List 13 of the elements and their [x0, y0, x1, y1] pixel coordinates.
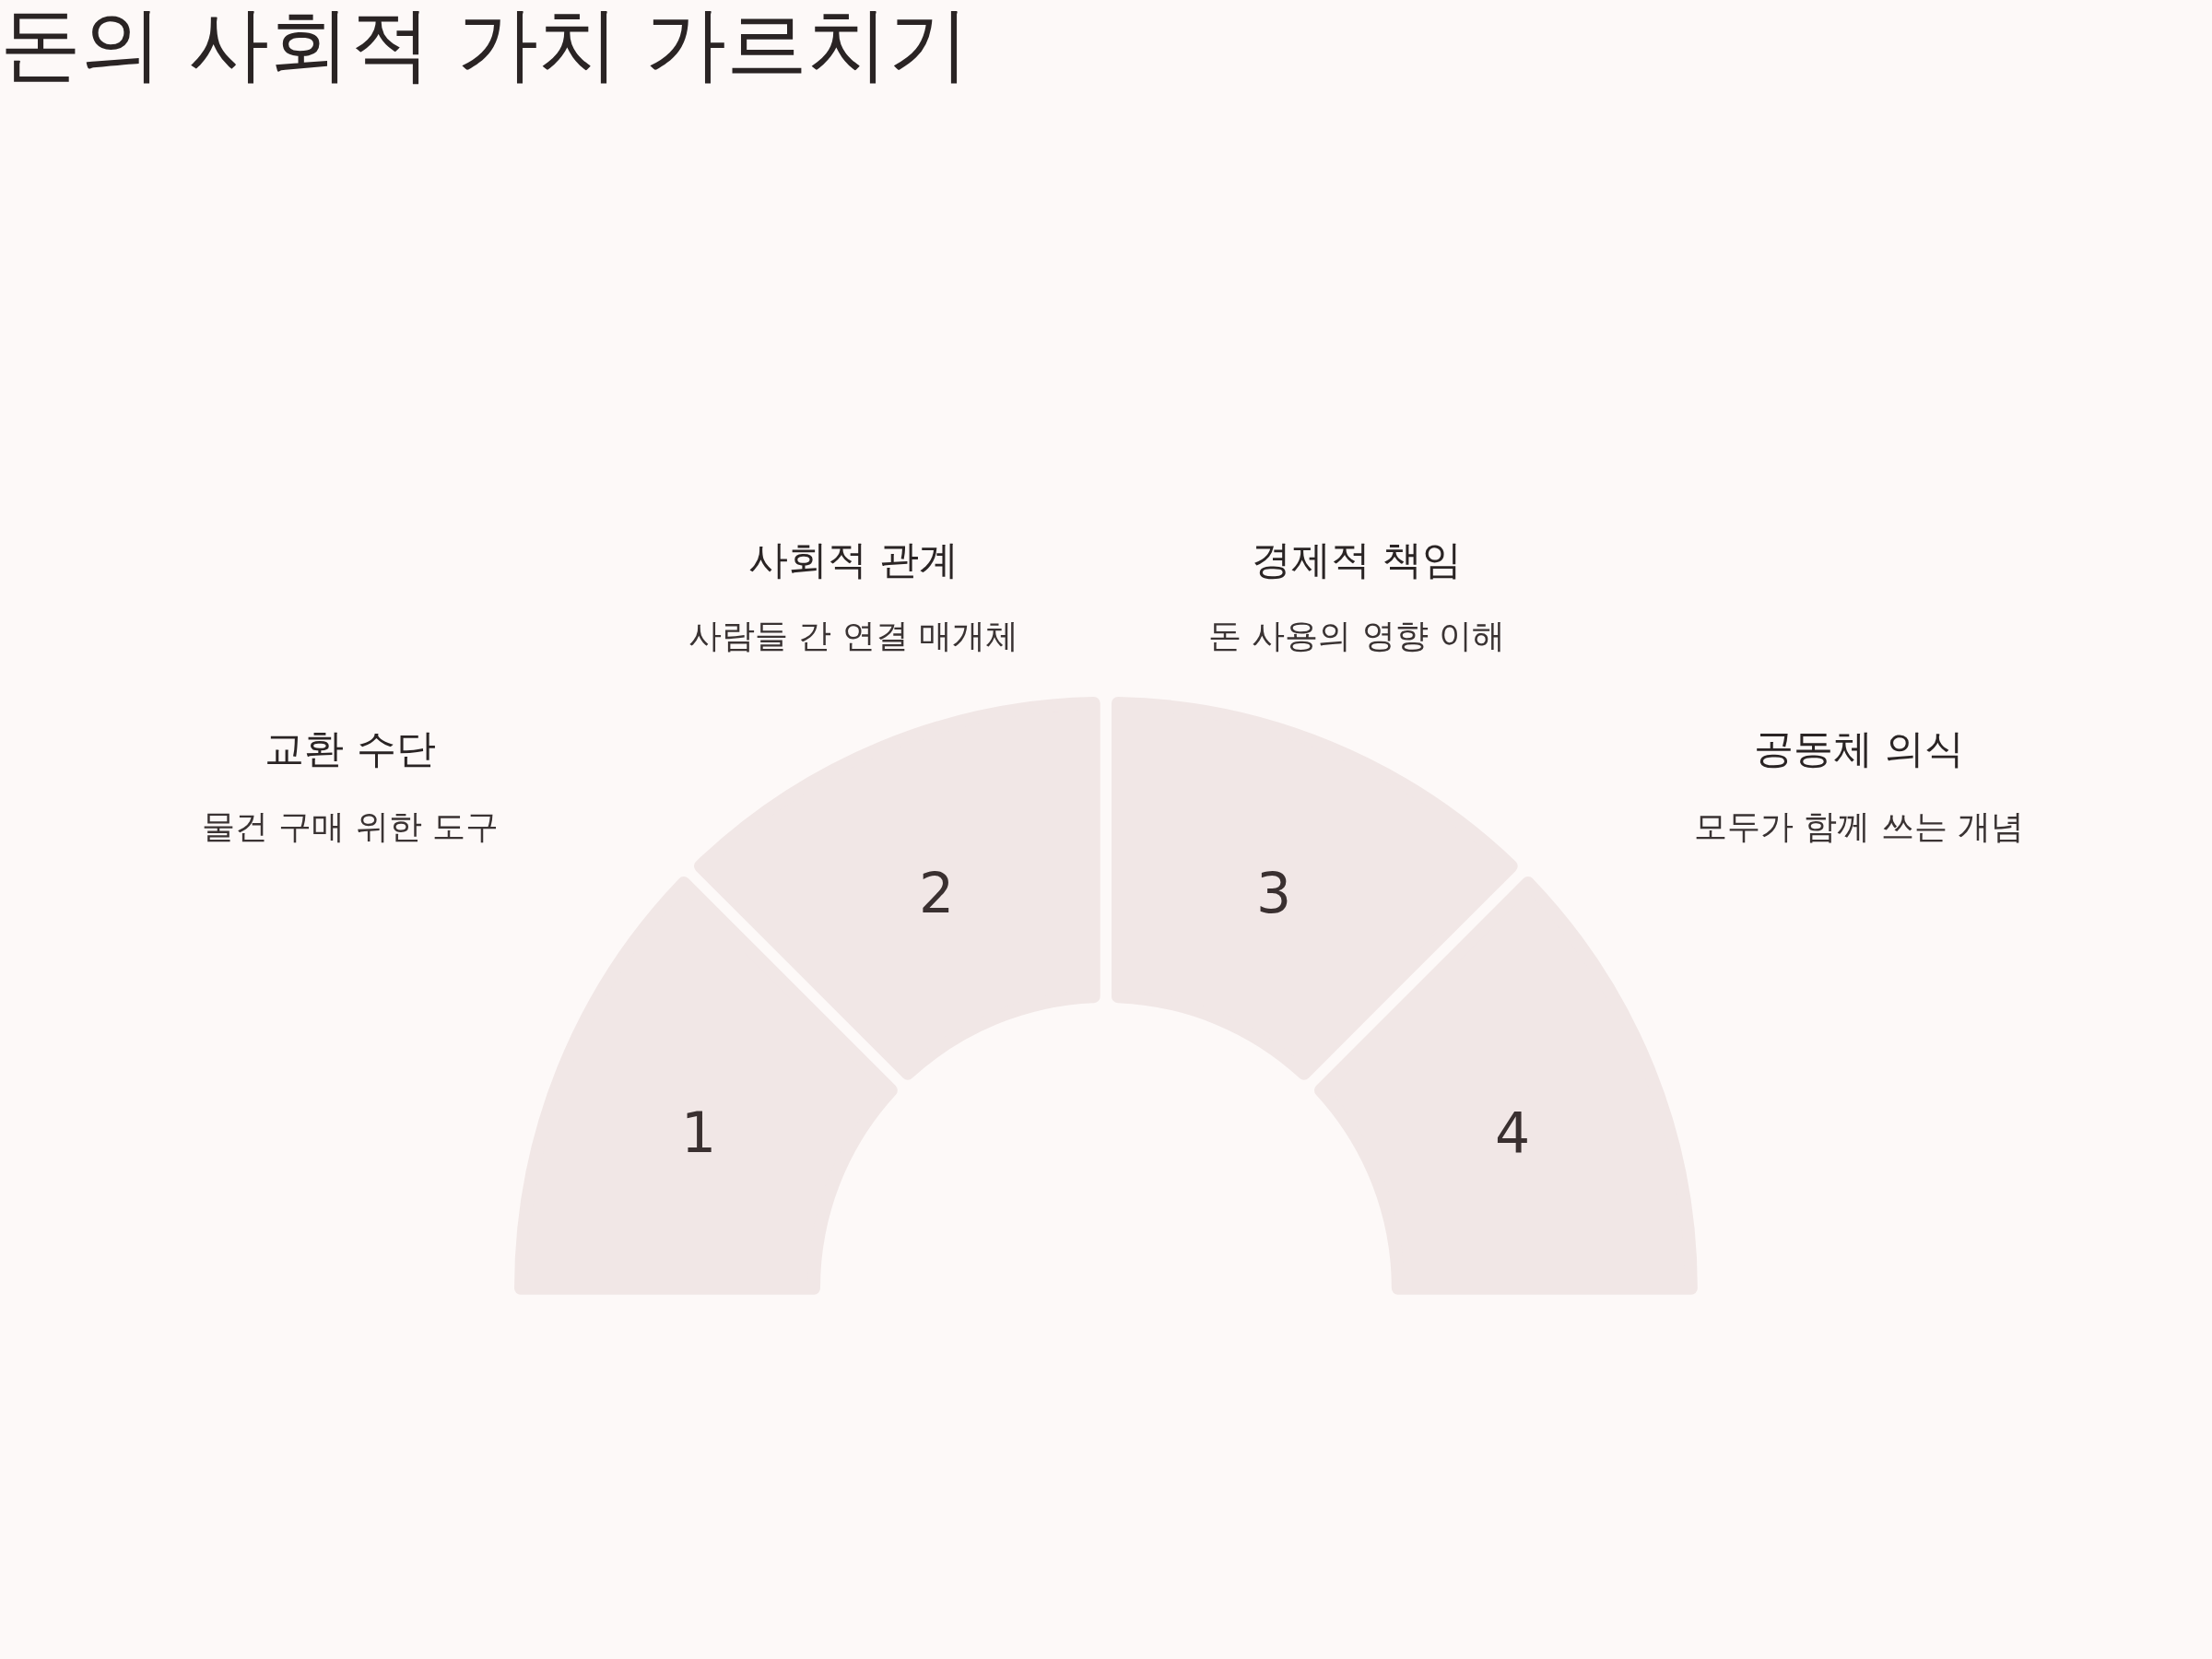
- segment-description: 사람들 간 연결 매개체: [688, 615, 1019, 656]
- segment-number: 3: [1255, 865, 1292, 921]
- segment-heading: 공동체 의식: [1753, 724, 1965, 773]
- segment-heading: 교환 수단: [265, 724, 436, 773]
- title: 돈의 사회적 가치 가르치기: [0, 0, 971, 89]
- segment-description: 돈 사용의 영향 이해: [1207, 615, 1506, 656]
- segment-heading: 경제적 책임: [1251, 535, 1463, 584]
- segment-number: 1: [680, 1105, 717, 1160]
- segment-number: 2: [918, 865, 955, 921]
- segment-description: 물건 구매 위한 도구: [201, 806, 500, 847]
- segment-heading: 사회적 관계: [747, 535, 959, 584]
- segment-number: 4: [1494, 1105, 1531, 1160]
- segment-description: 모두가 함께 쓰는 개념: [1693, 806, 2025, 847]
